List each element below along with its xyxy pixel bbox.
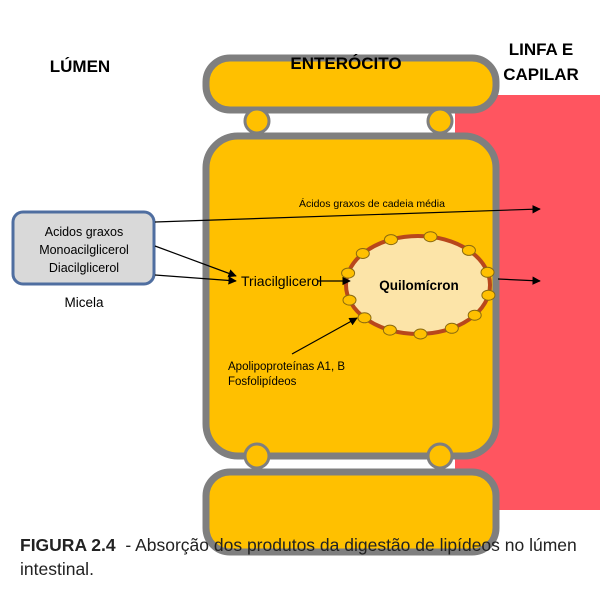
apolipoprotein-bead	[481, 289, 496, 301]
arrow-di-to-tag	[154, 274, 237, 285]
apolipoprotein-bead	[467, 309, 482, 321]
header-linfa-2: CAPILAR	[503, 65, 579, 84]
top-cell	[202, 54, 500, 114]
apolipoprotein-bead	[355, 248, 370, 259]
junction-bottom-right	[426, 442, 454, 470]
apolipoprotein-bead	[382, 324, 397, 336]
header-lumen: LÚMEN	[50, 57, 110, 76]
junction-top-left	[243, 107, 271, 135]
header-linfa-1: LINFA E	[509, 40, 574, 59]
micela-item-1: Acidos graxos	[45, 225, 124, 239]
apolipoprotein-bead	[341, 267, 356, 279]
label-quilomicron: Quilomícron	[379, 278, 459, 293]
apolipoprotein-bead	[423, 231, 438, 243]
micela-label: Micela	[64, 295, 104, 310]
junction-top-right	[426, 107, 454, 135]
apolipoprotein-bead	[384, 234, 398, 246]
arrow-apo-to-chylo	[291, 317, 358, 355]
figure-number: FIGURA 2.4	[20, 535, 116, 555]
figure-caption-text: - Absorção dos produtos da digestão de l…	[20, 535, 582, 579]
arrow-mono-to-tag	[154, 245, 237, 278]
micela-box	[11, 210, 156, 286]
apolipoprotein-bead	[461, 244, 476, 256]
apolipoprotein-bead	[480, 266, 495, 278]
junction-bottom-left	[243, 442, 271, 470]
figure-caption: FIGURA 2.4 - Absorção dos produtos da di…	[20, 533, 580, 581]
label-medium-chain: Ácidos graxos de cadeia média	[299, 197, 445, 210]
apolipoprotein-beads	[341, 231, 496, 340]
micela-item-3: Diacilglicerol	[49, 261, 119, 275]
apolipoprotein-bead	[413, 328, 428, 340]
label-apo-2: Fosfolipídeos	[228, 376, 297, 388]
apolipoprotein-bead	[444, 322, 459, 334]
apolipoprotein-bead	[342, 294, 357, 306]
bottom-cell	[202, 468, 500, 556]
header-enterocito: ENTERÓCITO	[290, 54, 401, 73]
arrow-medium-chain	[154, 205, 541, 223]
label-apo-1: Apolipoproteínas A1, B	[228, 361, 345, 373]
micela-item-2: Monoacilglicerol	[39, 243, 129, 257]
label-triacilglicerol: Triacilglicerol	[241, 273, 322, 289]
apolipoprotein-bead	[357, 312, 372, 324]
arrow-chylo-to-capillary	[497, 276, 541, 285]
